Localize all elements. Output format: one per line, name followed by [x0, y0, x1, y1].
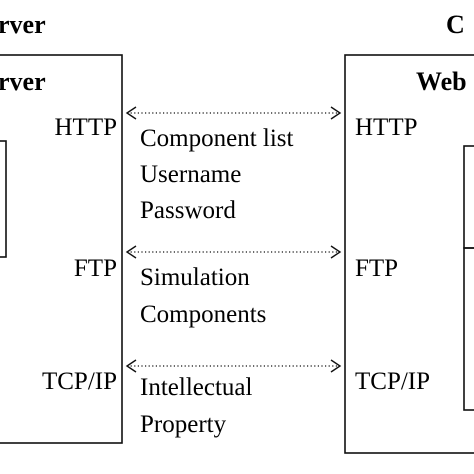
connection-label: Password — [140, 197, 236, 224]
connection-ftp: FTP FTP Simulation Components — [74, 245, 398, 328]
connection-label: Username — [140, 161, 241, 188]
server-box — [0, 54, 123, 444]
client-protocol-http: HTTP — [355, 114, 418, 141]
left-arrowhead — [125, 359, 137, 373]
server-protocol-http: HTTP — [55, 114, 118, 141]
client-protocol-tcpip: TCP/IP — [355, 368, 430, 395]
connection-label: Simulation — [140, 264, 250, 291]
server-box-title: rver — [0, 67, 46, 96]
right-arrowhead — [330, 106, 342, 120]
server-protocol-ftp: FTP — [74, 255, 117, 282]
server-inner-panel — [0, 140, 7, 258]
connection-tcpip: TCP/IP TCP/IP Intellectual Property — [42, 359, 430, 438]
left-arrowhead — [125, 245, 137, 259]
connection-label: Component list — [140, 125, 294, 152]
right-arrowhead — [330, 245, 342, 259]
connection-label: Property — [140, 411, 227, 438]
client-box-title: Web — [416, 67, 467, 96]
client-inner-panel-bottom — [463, 247, 474, 411]
right-arrowhead — [330, 359, 342, 373]
server-section-title: rver — [0, 10, 46, 39]
client-section-title: C — [446, 10, 465, 39]
connection-http: HTTP HTTP Component list Username Passwo… — [55, 106, 418, 224]
server-protocol-tcpip: TCP/IP — [42, 368, 117, 395]
connection-label: Components — [140, 301, 266, 328]
connection-label: Intellectual — [140, 374, 252, 401]
client-protocol-ftp: FTP — [355, 255, 398, 282]
left-arrowhead — [125, 106, 137, 120]
client-inner-panel-top — [463, 145, 474, 249]
client-box — [344, 54, 474, 454]
